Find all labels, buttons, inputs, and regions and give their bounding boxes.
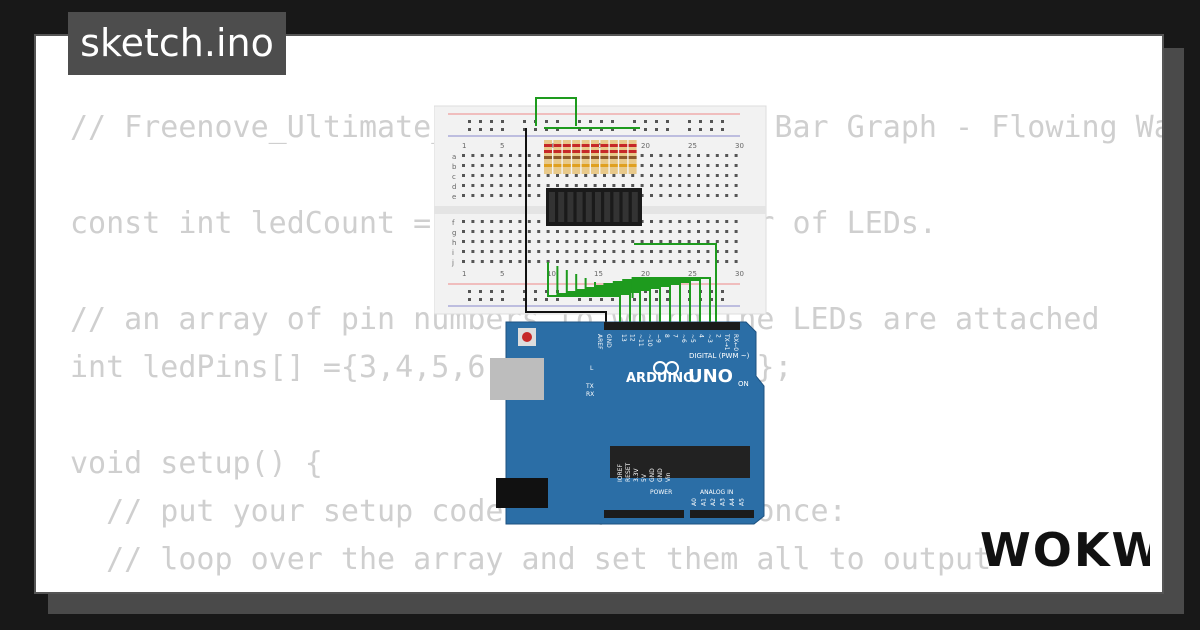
power-pin-label: 5V — [641, 473, 648, 482]
digital-pin-label: 8 — [663, 334, 670, 338]
row-letter: e — [452, 193, 456, 201]
digital-pin-label: ~9 — [654, 334, 661, 343]
led-segment — [595, 192, 601, 222]
digital-pin-label: ~3 — [706, 334, 713, 343]
analog-pin-label: A4 — [729, 498, 736, 506]
digital-label: DIGITAL (PWM ~) — [689, 352, 750, 360]
power-pin-label: RESET — [625, 462, 632, 482]
analog-pin-label: A0 — [691, 498, 698, 506]
wire[interactable] — [565, 270, 641, 322]
led-bar-graph[interactable] — [546, 188, 642, 226]
rx-label: RX — [586, 391, 594, 398]
digital-pin-label: 13 — [620, 334, 627, 342]
resistor-array[interactable] — [544, 140, 637, 174]
power-pin-label: GND — [649, 468, 656, 482]
wire[interactable] — [603, 283, 681, 322]
column-number: 30 — [735, 270, 744, 278]
circuit-diagram[interactable]: 115510101515202025253030abcdefghij DIGIT… — [434, 96, 770, 528]
wire[interactable] — [525, 128, 607, 322]
column-number: 10 — [547, 270, 556, 278]
svg-text:WOKWi: WOKWi — [980, 523, 1150, 577]
row-letter: i — [452, 249, 454, 257]
wire[interactable] — [631, 277, 711, 322]
column-number: 5 — [500, 142, 504, 150]
led-segment — [604, 192, 611, 222]
wire[interactable] — [622, 279, 701, 322]
column-number: 25 — [688, 142, 697, 150]
power-pin-label: Vin — [665, 472, 672, 482]
led-segment — [585, 192, 592, 222]
analog-header — [690, 510, 754, 518]
column-number: 20 — [641, 270, 650, 278]
analog-label: ANALOG IN — [700, 489, 733, 496]
column-number: 30 — [735, 142, 744, 150]
wire[interactable] — [535, 97, 577, 126]
digital-pin-label: ~5 — [689, 334, 696, 343]
digital-pin-label: ~10 — [646, 334, 653, 347]
power-jack — [496, 478, 548, 508]
column-number: 1 — [462, 270, 466, 278]
code-line: void setup() { — [70, 446, 323, 481]
reset-button[interactable] — [522, 332, 532, 342]
arduino-brand: ARDUINO — [626, 371, 694, 386]
l-label: L — [590, 365, 594, 372]
wire[interactable] — [634, 243, 717, 322]
on-label: ON — [738, 380, 749, 388]
power-header — [604, 510, 684, 518]
wire[interactable] — [547, 262, 621, 322]
led-segment — [576, 192, 583, 222]
arduino-board[interactable]: DIGITAL (PWM ~) ARDUINO UNO ON L TX RX P… — [490, 321, 765, 525]
digital-pin-label: 12 — [629, 334, 636, 342]
led-segment — [567, 192, 574, 222]
row-letter: g — [452, 229, 456, 237]
row-letter: f — [452, 219, 455, 227]
tx-label: TX — [585, 383, 594, 390]
digital-header — [604, 322, 740, 330]
digital-pin-label: TX→1 — [723, 333, 730, 351]
row-letter: a — [452, 153, 456, 161]
code-line: // loop over the array and set them all … — [70, 542, 992, 577]
row-letter: h — [452, 239, 456, 247]
wokwi-logo[interactable]: WOKWi — [978, 522, 1150, 578]
row-letter: j — [451, 259, 454, 267]
uno-model: UNO — [688, 366, 733, 387]
digital-pin-label: RX←0 — [732, 334, 739, 351]
analog-pin-label: A3 — [720, 498, 727, 506]
row-letter: b — [452, 163, 457, 171]
wire[interactable] — [612, 281, 691, 322]
header-pin-label: GND — [605, 334, 612, 348]
column-number: 25 — [688, 270, 697, 278]
led-segment — [549, 192, 555, 222]
infinity-logo — [653, 361, 679, 375]
power-pin-label: 3.3V — [633, 467, 640, 482]
led-segment — [613, 192, 620, 222]
column-number: 5 — [500, 270, 504, 278]
analog-pin-label: A2 — [710, 498, 717, 506]
analog-pin-label: A1 — [701, 498, 708, 506]
analog-pin-label: A5 — [739, 498, 746, 506]
digital-pin-label: 4 — [697, 334, 704, 338]
digital-pin-label: 2 — [715, 334, 722, 338]
digital-pin-label: ~6 — [680, 334, 687, 343]
digital-pin-label: ~11 — [637, 334, 644, 347]
microcontroller-chip — [610, 446, 750, 478]
digital-pin-label: 7 — [672, 334, 679, 338]
code-line: for (int i=0; i<ledCount; i++){ — [70, 584, 1162, 592]
power-label: POWER — [650, 489, 672, 496]
led-segment — [631, 192, 638, 222]
usb-port — [490, 358, 544, 400]
power-pin-label: GND — [657, 468, 664, 482]
column-number: 20 — [641, 142, 650, 150]
row-letter: c — [452, 173, 456, 181]
row-letter: d — [452, 183, 456, 191]
wire[interactable] — [556, 266, 631, 322]
file-tab[interactable]: sketch.ino — [68, 12, 286, 75]
led-segment — [622, 192, 629, 222]
column-number: 1 — [462, 142, 466, 150]
column-number: 15 — [594, 270, 603, 278]
power-pin-label: IOREF — [617, 464, 624, 482]
header-pin-label: AREF — [596, 334, 603, 350]
led-segment — [558, 192, 565, 222]
